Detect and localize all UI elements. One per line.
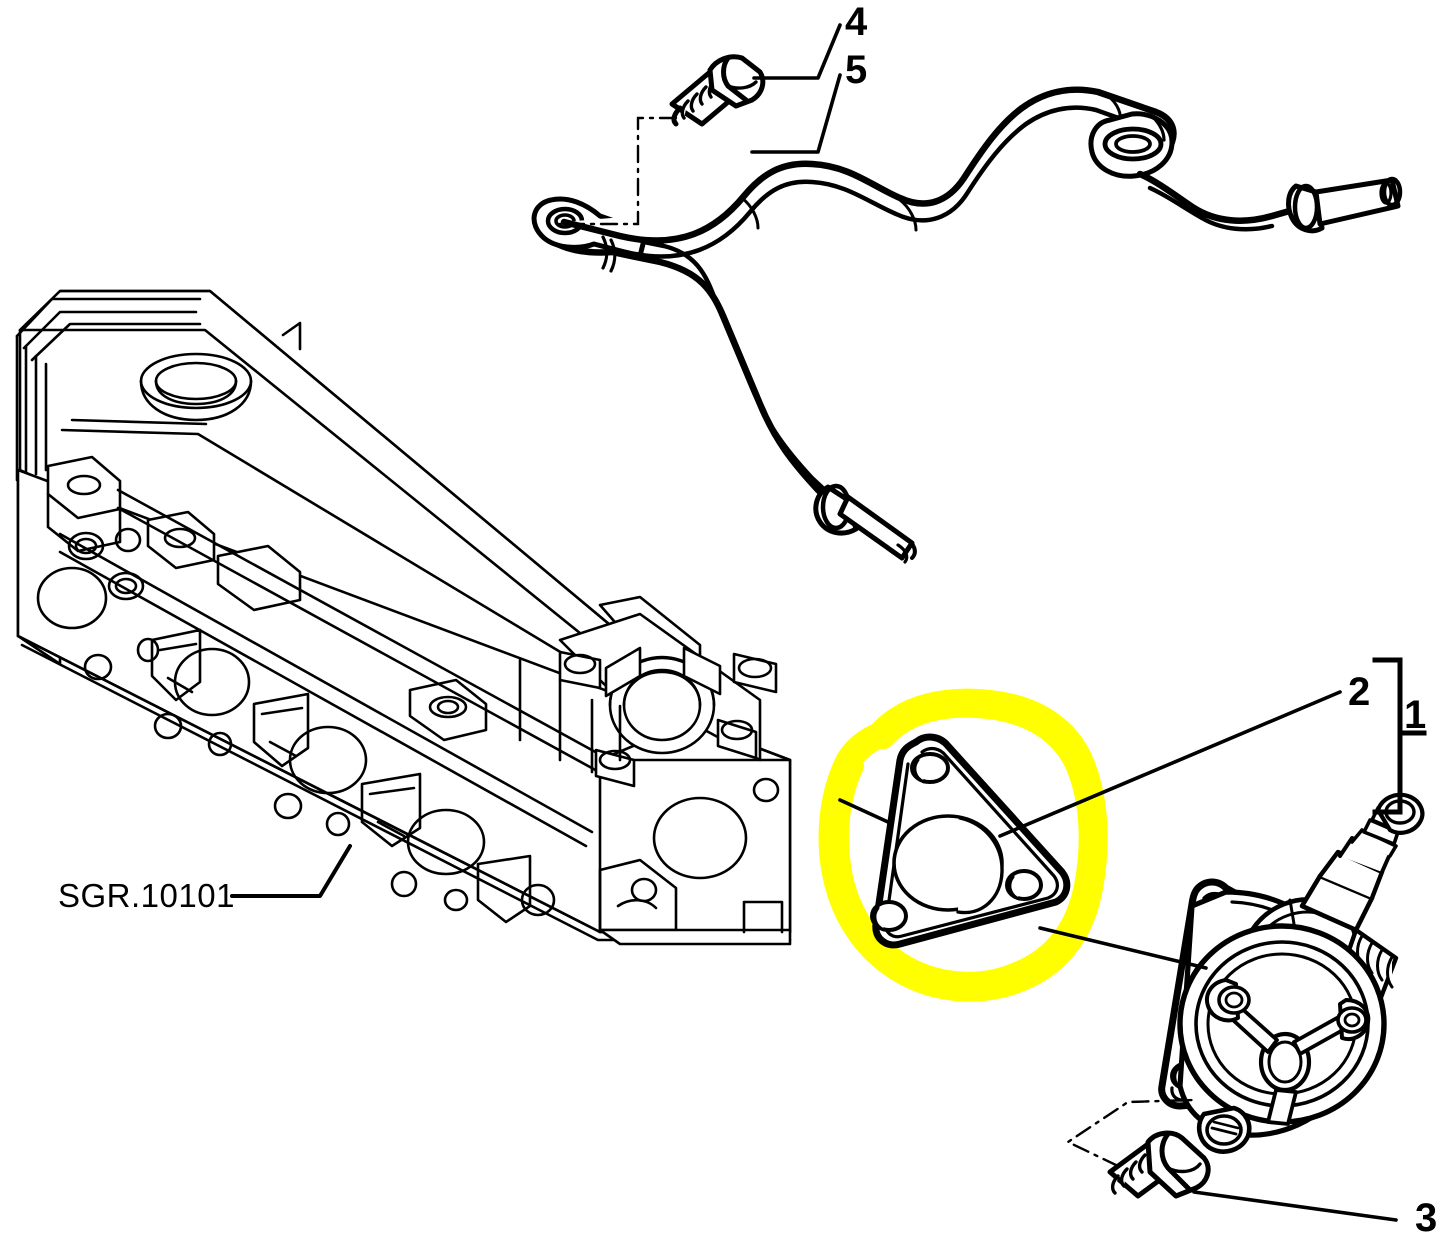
cylinder-head-assembly: [15, 289, 792, 946]
bolt-3-assembly-line: [1065, 1098, 1196, 1168]
leader-lines: [230, 23, 1398, 1222]
group-bracket-1: [1372, 657, 1427, 815]
callout-number-5: 5: [845, 48, 868, 92]
vacuum-pump-assembly: [1158, 792, 1425, 1154]
callout-number-4: 4: [845, 0, 868, 44]
callout-number-1: 1: [1404, 693, 1427, 737]
vacuum-oil-pipe: [531, 86, 1403, 564]
pump-mounting-bolt: [1107, 1130, 1211, 1199]
callout-number-2: 2: [1348, 670, 1371, 714]
callout-number-3: 3: [1415, 1196, 1438, 1240]
vacuum-pump-gasket: [870, 733, 1071, 949]
pipe-flange-bolt: [669, 54, 766, 127]
bolt-4-assembly-line: [558, 116, 678, 226]
sgr-reference-label: SGR.10101: [58, 877, 235, 914]
